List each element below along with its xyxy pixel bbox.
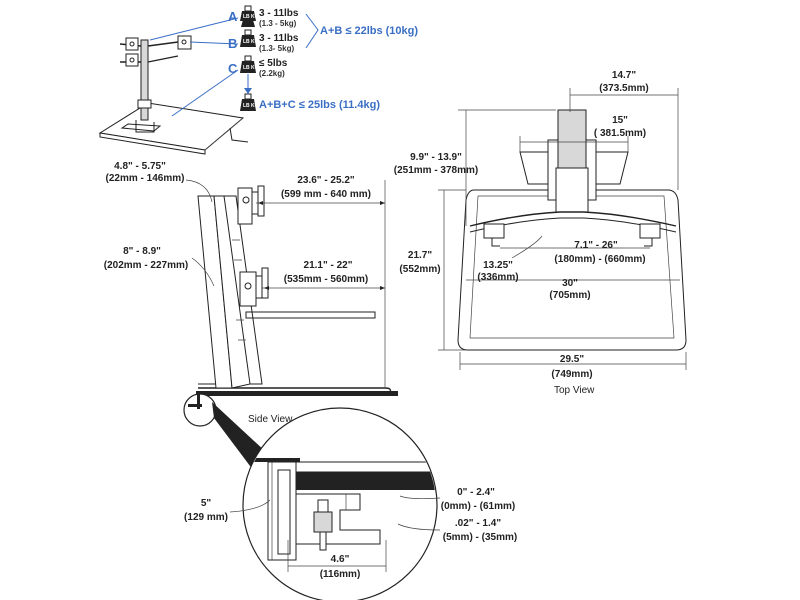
- dim-arm-span-metric: (180mm) - (660mm): [554, 254, 645, 265]
- dim-worksurface-width: 30": [562, 278, 578, 289]
- side-view-caption: Side View: [248, 414, 293, 425]
- weight-abc-limit: A+B+C ≤ 25lbs (11.4kg): [259, 99, 380, 111]
- dim-clamp-height: 5": [201, 498, 212, 509]
- weight-icon: LB KG: [240, 55, 259, 73]
- top-view-drawing: [438, 88, 687, 370]
- dim-overall-width: 14.7": [612, 70, 636, 81]
- weight-icon: LB KG: [240, 29, 259, 47]
- dim-depth-range-metric: (251mm - 378mm): [394, 165, 478, 176]
- weight-b-range: 3 - 11lbs: [259, 33, 299, 44]
- weight-c-metric: (2.2kg): [259, 69, 285, 78]
- bracket-ab: [305, 13, 319, 49]
- dim-lower-depth: 21.1" - 22": [304, 260, 353, 271]
- svg-text:LB KG: LB KG: [243, 39, 259, 45]
- dim-clamp-thickness-metric: (0mm) - (61mm): [441, 501, 515, 512]
- side-view-drawing: [183, 179, 398, 427]
- weight-icon: LB KG: [240, 93, 259, 111]
- weight-b-metric: (1.3- 5kg): [259, 44, 294, 53]
- dim-worksurface-depth: 21.7": [408, 250, 432, 261]
- dim-arm-reach: 13.25": [483, 260, 513, 271]
- dim-base-width: 29.5": [560, 354, 584, 365]
- weight-ab-limit: A+B ≤ 22lbs (10kg): [320, 25, 418, 37]
- svg-text:LB KG: LB KG: [243, 14, 259, 20]
- dim-clamp-thickness: 0" - 2.4": [457, 487, 495, 498]
- weight-a-range: 3 - 11lbs: [259, 8, 299, 19]
- weight-a-metric: (1.3 - 5kg): [259, 19, 297, 28]
- dim-worksurface-width-metric: (705mm): [549, 290, 590, 301]
- weight-c-range: ≤ 5lbs: [259, 58, 288, 69]
- clamp-detail-drawing: [212, 402, 441, 600]
- weight-letter-b: B: [228, 36, 237, 51]
- top-view-caption: Top View: [554, 385, 595, 396]
- dim-lower-depth-metric: (535mm - 560mm): [284, 274, 368, 285]
- dim-depth-range: 9.9" - 13.9": [410, 152, 462, 163]
- dim-mid-offset-metric: (202mm - 227mm): [104, 260, 188, 271]
- svg-text:LB KG: LB KG: [243, 65, 259, 71]
- weight-icon: LB KG: [240, 5, 259, 27]
- dim-overall-width-metric: (373.5mm): [599, 83, 648, 94]
- dim-mount-width-metric: ( 381.5mm): [594, 128, 646, 139]
- dim-clamp-width-metric: (116mm): [320, 569, 361, 580]
- dim-upper-depth: 23.6" - 25.2": [297, 175, 355, 186]
- dim-clamp-height-metric: (129 mm): [184, 512, 228, 523]
- dim-top-offset-metric: (22mm - 146mm): [106, 173, 185, 184]
- dim-arm-span: 7.1" - 26": [574, 240, 618, 251]
- dim-clamp-lip: .02" - 1.4": [455, 518, 501, 529]
- dim-clamp-width: 4.6": [331, 554, 350, 565]
- product-thumbnail: [98, 17, 249, 155]
- weight-letter-a: A: [228, 9, 238, 24]
- dim-mount-width: 15": [612, 115, 628, 126]
- dim-top-offset: 4.8" - 5.75": [114, 161, 166, 172]
- dim-upper-depth-metric: (599 mm - 640 mm): [281, 189, 371, 200]
- dim-worksurface-depth-metric: (552mm): [399, 264, 440, 275]
- dim-base-width-metric: (749mm): [551, 369, 592, 380]
- svg-text:LB KG: LB KG: [243, 103, 259, 109]
- dim-mid-offset: 8" - 8.9": [123, 246, 161, 257]
- weight-letter-c: C: [228, 61, 238, 76]
- dim-arm-reach-metric: (336mm): [477, 272, 518, 283]
- dim-clamp-lip-metric: (5mm) - (35mm): [443, 532, 517, 543]
